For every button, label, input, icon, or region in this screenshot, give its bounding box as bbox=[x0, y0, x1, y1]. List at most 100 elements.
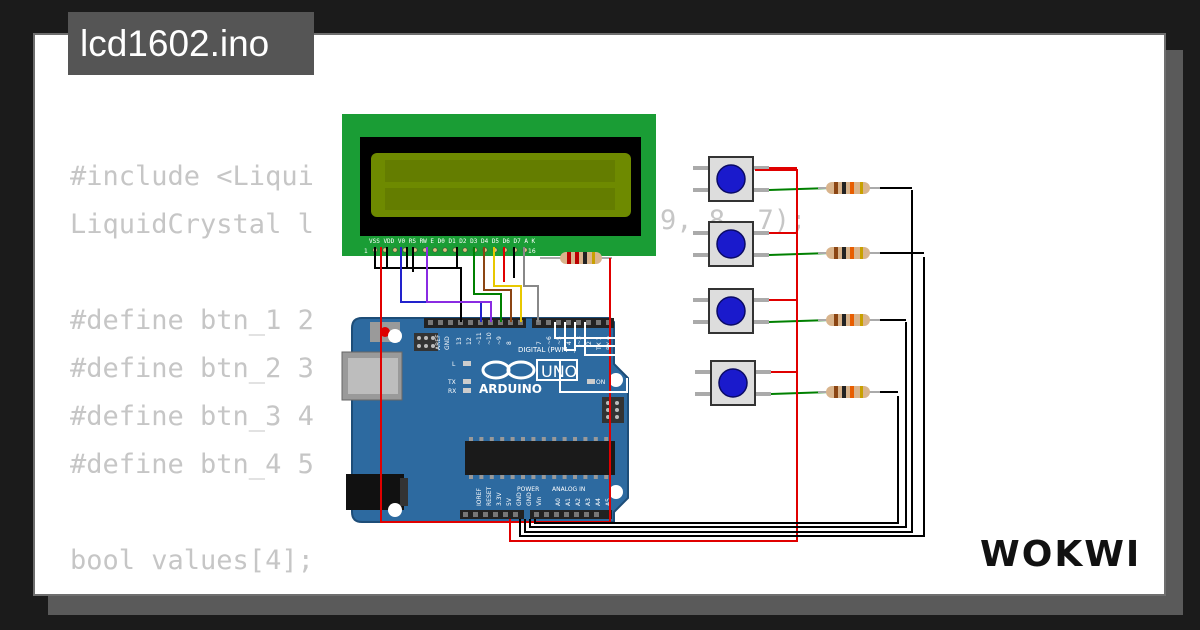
pushbutton-2[interactable] bbox=[693, 221, 769, 267]
header-pin[interactable] bbox=[518, 320, 523, 325]
header-pin[interactable] bbox=[546, 320, 551, 325]
header-pin[interactable] bbox=[574, 512, 579, 517]
header-pin[interactable] bbox=[544, 512, 549, 517]
svg-text:4: 4 bbox=[566, 341, 573, 345]
header-pin[interactable] bbox=[508, 320, 513, 325]
project-title[interactable]: lcd1602.ino bbox=[68, 12, 314, 75]
header-pin[interactable] bbox=[534, 512, 539, 517]
svg-text:GND: GND bbox=[526, 492, 533, 506]
pushbutton-1[interactable] bbox=[693, 156, 769, 202]
header-pin[interactable] bbox=[468, 320, 473, 325]
header-pin[interactable] bbox=[493, 512, 498, 517]
pulldown-resistor-2[interactable] bbox=[818, 247, 880, 259]
lcd-pin[interactable] bbox=[392, 247, 398, 253]
wokwi-logo[interactable]: WOKWI bbox=[978, 528, 1148, 576]
header-pin[interactable] bbox=[498, 320, 503, 325]
header-pin[interactable] bbox=[586, 320, 591, 325]
pushbutton-4[interactable] bbox=[695, 360, 771, 406]
svg-text:~9: ~9 bbox=[496, 336, 503, 345]
svg-text:ARDUINO: ARDUINO bbox=[479, 382, 542, 396]
lcd-pin[interactable] bbox=[462, 247, 468, 253]
svg-text:~10: ~10 bbox=[486, 332, 493, 345]
header-pin[interactable] bbox=[513, 512, 518, 517]
svg-text:A4: A4 bbox=[595, 498, 602, 506]
code-line: #define btn_1 2 bbox=[70, 305, 314, 336]
svg-text:A1: A1 bbox=[565, 498, 572, 506]
svg-text:A5: A5 bbox=[605, 498, 612, 506]
lcd-pin[interactable] bbox=[442, 247, 448, 253]
svg-text:TX: TX bbox=[447, 379, 456, 386]
code-line: #define btn_2 3 bbox=[70, 353, 314, 384]
lcd-1602[interactable]: VSS VDD V0 RS RW E D0 D1 D2 D3 D4 D5 D6 … bbox=[342, 114, 656, 256]
header-pin[interactable] bbox=[478, 320, 483, 325]
svg-text:13: 13 bbox=[456, 337, 463, 345]
svg-text:Vin: Vin bbox=[536, 496, 543, 506]
header-pin[interactable] bbox=[566, 320, 571, 325]
pulldown-resistor-4[interactable] bbox=[818, 386, 880, 398]
code-line: #define btn_4 5 bbox=[70, 449, 314, 480]
svg-text:~3: ~3 bbox=[576, 336, 583, 345]
svg-text:AREF: AREF bbox=[435, 334, 442, 350]
header-pin[interactable] bbox=[564, 512, 569, 517]
header-pin[interactable] bbox=[448, 320, 453, 325]
pulldown-resistor-3[interactable] bbox=[818, 314, 880, 326]
digital-header-left bbox=[424, 318, 526, 328]
svg-text:TX 1: TX 1 bbox=[596, 336, 603, 351]
header-pin[interactable] bbox=[584, 512, 589, 517]
header-pin[interactable] bbox=[606, 320, 611, 325]
svg-text:~5: ~5 bbox=[556, 336, 563, 345]
svg-text:GND: GND bbox=[516, 492, 523, 506]
header-pin[interactable] bbox=[596, 320, 601, 325]
svg-text:WOKWI: WOKWI bbox=[980, 534, 1141, 575]
svg-text:7: 7 bbox=[536, 341, 543, 345]
svg-text:~6: ~6 bbox=[546, 336, 553, 345]
lcd-pin-labels: VSS VDD V0 RS RW E D0 D1 D2 D3 D4 D5 D6 … bbox=[369, 238, 536, 245]
svg-text:~11: ~11 bbox=[476, 332, 483, 345]
svg-text:ANALOG IN: ANALOG IN bbox=[552, 486, 585, 493]
code-line: #include <Liqui bbox=[70, 161, 314, 192]
svg-text:12: 12 bbox=[466, 337, 473, 345]
icsp-header-1 bbox=[414, 333, 438, 351]
reset-button[interactable] bbox=[380, 327, 390, 337]
header-pin[interactable] bbox=[503, 512, 508, 517]
digital-header-right bbox=[532, 318, 614, 328]
pulldown-resistor-1[interactable] bbox=[818, 182, 880, 194]
header-pin[interactable] bbox=[473, 512, 478, 517]
header-pin[interactable] bbox=[554, 512, 559, 517]
header-pin[interactable] bbox=[483, 512, 488, 517]
header-pin[interactable] bbox=[556, 320, 561, 325]
svg-text:L: L bbox=[452, 361, 456, 368]
icsp-header-2 bbox=[602, 397, 624, 423]
svg-text:ON: ON bbox=[596, 379, 605, 386]
lcd-backlight-resistor[interactable] bbox=[540, 252, 612, 264]
svg-text:8: 8 bbox=[506, 341, 513, 345]
header-pin[interactable] bbox=[576, 320, 581, 325]
header-pin[interactable] bbox=[438, 320, 443, 325]
svg-text:RX: RX bbox=[448, 388, 456, 395]
svg-text:3.3V: 3.3V bbox=[496, 491, 503, 506]
atmega-chip bbox=[465, 441, 615, 475]
svg-text:A0: A0 bbox=[555, 498, 562, 506]
code-line: LiquidCrystal l bbox=[70, 209, 314, 240]
code-line: #define btn_3 4 bbox=[70, 401, 314, 432]
button-wires bbox=[509, 169, 925, 542]
header-pin[interactable] bbox=[488, 320, 493, 325]
svg-text:A2: A2 bbox=[575, 498, 582, 506]
svg-text:GND: GND bbox=[444, 336, 451, 350]
code-line: bool values[4]; bbox=[70, 545, 314, 576]
header-pin[interactable] bbox=[536, 320, 541, 325]
lcd-pin[interactable] bbox=[432, 247, 438, 253]
header-pin[interactable] bbox=[458, 320, 463, 325]
header-pin[interactable] bbox=[463, 512, 468, 517]
power-header bbox=[460, 510, 524, 519]
svg-text:IOREF: IOREF bbox=[476, 488, 483, 506]
header-pin[interactable] bbox=[428, 320, 433, 325]
svg-text:A3: A3 bbox=[585, 498, 592, 506]
pushbutton-3[interactable] bbox=[693, 288, 769, 334]
header-pin[interactable] bbox=[594, 512, 599, 517]
digital-label: DIGITAL (PWM~) bbox=[518, 346, 576, 354]
lcd-pin-1-label: 1 bbox=[364, 248, 368, 255]
svg-text:POWER: POWER bbox=[517, 486, 539, 493]
